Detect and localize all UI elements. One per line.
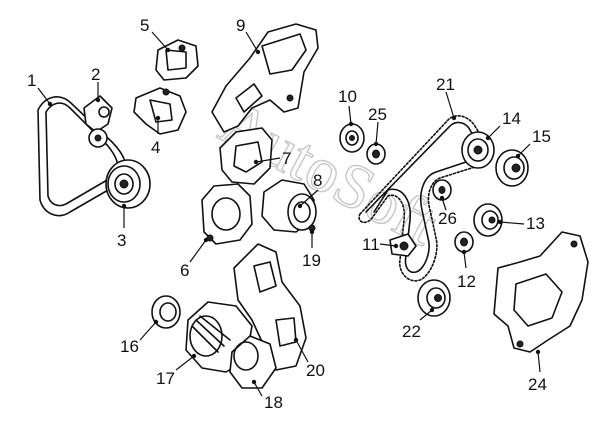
callout-6: 6 <box>180 237 209 280</box>
part-alternator-bracket <box>233 243 307 371</box>
callout-14: 14 <box>485 109 521 141</box>
callout-12: 12 <box>457 249 476 291</box>
part-belt-tensioner <box>83 95 113 148</box>
callout-17: 17 <box>156 353 197 388</box>
callout-15: 15 <box>515 127 551 159</box>
part-crankshaft-pulley <box>105 159 151 209</box>
callout-7: 7 <box>253 149 291 168</box>
svg-text:5: 5 <box>140 16 149 35</box>
callout-4: 4 <box>151 115 160 157</box>
svg-text:8: 8 <box>313 171 322 190</box>
callout-25: 25 <box>368 105 387 147</box>
svg-text:21: 21 <box>436 75 455 94</box>
callout-13: 13 <box>497 214 545 233</box>
callout-20: 20 <box>293 337 325 380</box>
svg-text:11: 11 <box>362 235 380 254</box>
svg-text:13: 13 <box>526 214 545 233</box>
svg-text:22: 22 <box>402 322 421 341</box>
svg-text:24: 24 <box>528 375 547 394</box>
svg-text:16: 16 <box>120 337 139 356</box>
part-idler-bushing <box>366 143 386 165</box>
part-backing-plate <box>201 183 253 245</box>
part-lower-timing-cover <box>493 231 589 353</box>
callout-19: 19 <box>302 229 321 270</box>
callout-11: 11 <box>362 235 399 254</box>
callout-2: 2 <box>91 65 100 103</box>
svg-text:20: 20 <box>306 361 325 380</box>
callout-3: 3 <box>117 203 126 250</box>
svg-text:10: 10 <box>338 87 357 106</box>
part-water-pump <box>261 179 317 233</box>
callout-9: 9 <box>236 16 261 55</box>
svg-text:6: 6 <box>180 261 189 280</box>
part-camshaft-sprocket <box>461 131 495 169</box>
part-alternator-pulley <box>151 295 181 329</box>
callout-26: 26 <box>438 195 457 228</box>
svg-text:15: 15 <box>532 127 551 146</box>
svg-text:19: 19 <box>302 251 321 270</box>
part-idler-pulley <box>473 203 503 237</box>
callout-24: 24 <box>528 349 547 394</box>
callout-5: 5 <box>140 16 171 53</box>
part-engine-mount <box>155 39 199 81</box>
callout-8: 8 <box>297 171 322 209</box>
part-small-bushing <box>454 231 474 253</box>
svg-text:14: 14 <box>502 109 521 128</box>
callout-22: 22 <box>402 307 435 341</box>
callout-1: 1 <box>27 71 53 107</box>
svg-text:2: 2 <box>91 65 100 84</box>
part-mounting-bracket <box>133 87 187 135</box>
svg-text:7: 7 <box>282 149 291 168</box>
callout-18: 18 <box>251 379 283 412</box>
svg-text:3: 3 <box>117 231 126 250</box>
svg-text:25: 25 <box>368 105 387 124</box>
callout-10: 10 <box>338 87 357 127</box>
part-idler-roller <box>339 123 365 153</box>
svg-text:26: 26 <box>438 209 457 228</box>
part-tension-pulley <box>495 149 529 187</box>
part-timing-tensioner <box>389 233 417 257</box>
svg-text:1: 1 <box>27 71 36 90</box>
svg-text:17: 17 <box>156 369 175 388</box>
svg-text:4: 4 <box>151 138 160 157</box>
svg-text:9: 9 <box>236 16 245 35</box>
callout-16: 16 <box>120 319 159 356</box>
callout-21: 21 <box>436 75 457 121</box>
part-inner-cover-plate <box>219 127 273 185</box>
part-crankshaft-sprocket <box>417 279 451 317</box>
svg-text:18: 18 <box>264 393 283 412</box>
part-oil-filter <box>229 335 277 389</box>
svg-text:12: 12 <box>457 272 476 291</box>
